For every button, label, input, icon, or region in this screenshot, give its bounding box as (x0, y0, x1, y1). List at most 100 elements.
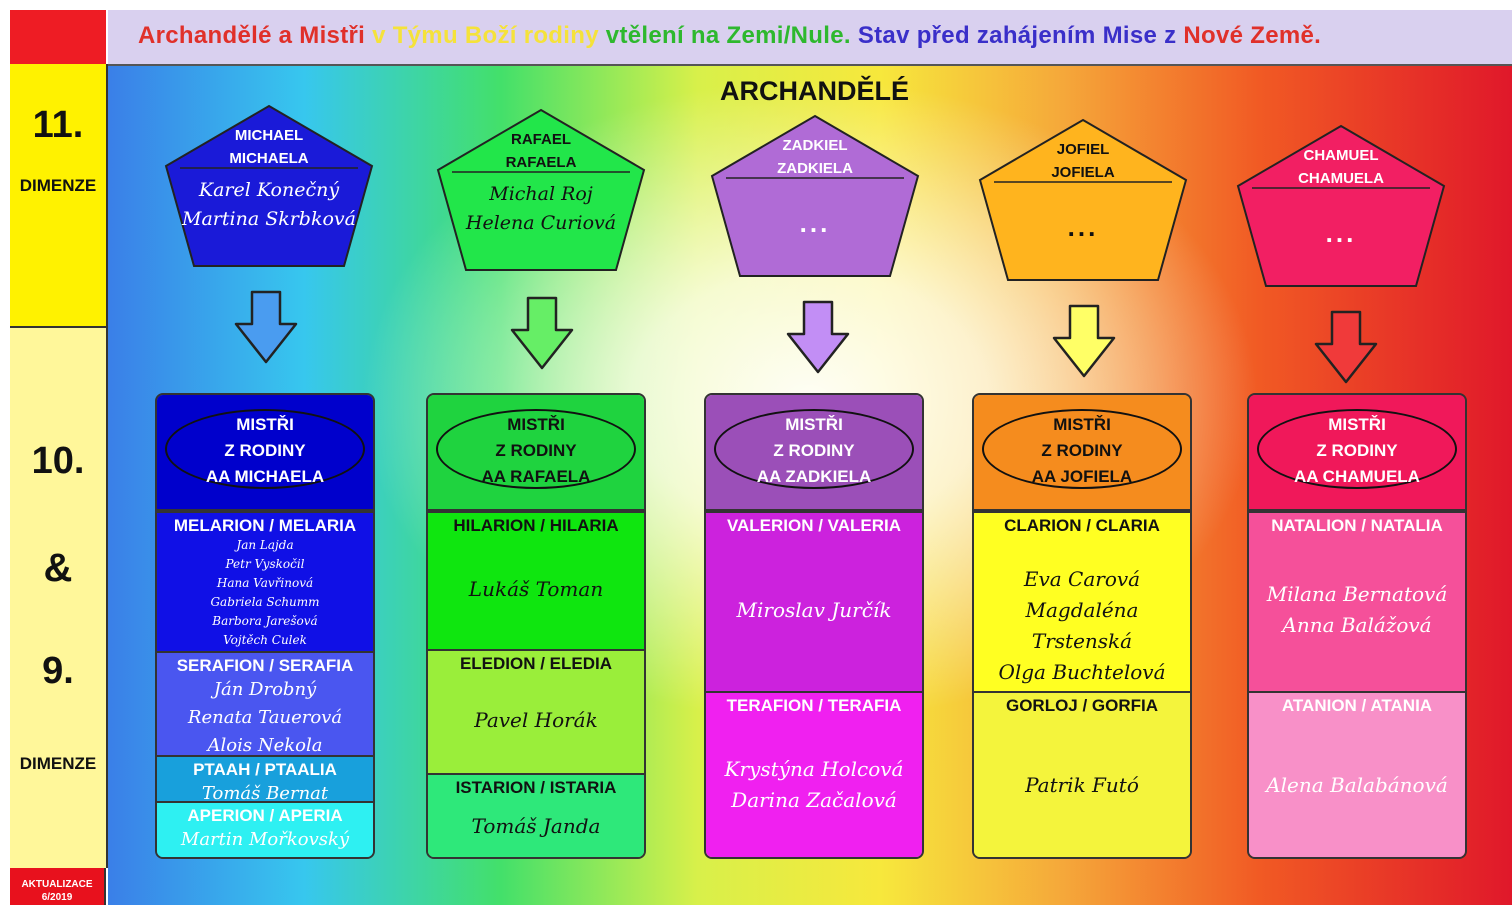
person-name: Magdaléna Trstenská (1025, 598, 1139, 653)
page-title: Archandělé a Mistři v Týmu Boží rodiny v… (138, 22, 1321, 50)
incarnations-list: Patrik Futó (974, 770, 1190, 801)
person-name: Milana Bernatová (1266, 582, 1448, 606)
person-name: Darina Začalová (731, 788, 897, 812)
archangel-name-line1: RAFAEL (511, 131, 571, 148)
unknown-dots: ... (799, 208, 831, 238)
pentagon-shape (1236, 124, 1446, 287)
person-name: Krystýna Holcová (724, 757, 904, 781)
person-name: Anna Balážová (1282, 613, 1432, 637)
master-pair-name: NATALION / NATALIA (1271, 516, 1443, 535)
person-name: Alena Balabánová (1266, 773, 1448, 797)
archangel-pentagon-4: JOFIEL JOFIELA... (976, 118, 1190, 283)
title-part-3: Týmu Boží rodiny (392, 22, 599, 49)
title-part-4: vtělení na Zemi/Nule. (598, 22, 851, 49)
archangel-name: RAFAEL RAFAELA (434, 128, 648, 174)
dimension-11-label: DIMENZE (19, 176, 97, 195)
archangel-name-line2: CHAMUELA (1298, 170, 1384, 187)
master-pair-name: HILARION / HILARIA (453, 516, 619, 535)
archangel-name-line2: RAFAELA (505, 154, 577, 171)
dimension-11-number: 11. (32, 104, 84, 146)
unknown-dots: ... (1067, 212, 1099, 242)
dimension-10-9-panel: 10. & 9. DIMENZE (10, 328, 108, 868)
person-name: Jan Lajda (236, 538, 294, 552)
dimension-10-9-label: DIMENZE (19, 754, 97, 773)
person-name: Renata Tauerová (187, 707, 343, 728)
archangel-name: CHAMUEL CHAMUELA (1234, 144, 1448, 190)
dimension-9-number: 9. (42, 650, 74, 692)
header-oval (165, 409, 365, 489)
family-title-line-1: MISTŘI (785, 415, 843, 434)
title-part-5: Stav před zahájením Mise z (850, 22, 1184, 49)
pentagon-shape (978, 118, 1188, 281)
master-section: ELEDION / ELEDIA Pavel Horák (428, 649, 644, 773)
incarnations-list: Miroslav Jurčík (706, 595, 922, 626)
incarnations-list: Pavel Horák (428, 705, 644, 736)
incarnations-list: Martin Mořkovský (157, 826, 373, 854)
family-title-line-1: MISTŘI (1328, 415, 1386, 434)
master-pair-name: PTAAH / PTAALIA (193, 760, 337, 779)
person-name: Martina Skrbková (182, 208, 356, 230)
person-name: Martin Mořkovský (180, 829, 350, 850)
master-pair-name: APERION / APERIA (187, 806, 343, 825)
master-section: APERION / APERIA Martin Mořkovský (157, 801, 373, 857)
person-name: Petr Vyskočil (225, 557, 305, 571)
masters-header: MISTŘI Z RODINY AA CHAMUELA (1249, 395, 1465, 511)
update-label: AKTUALIZACE (21, 879, 93, 890)
person-name: Tomáš Janda (471, 814, 601, 838)
unknown-dots: ... (1325, 218, 1357, 248)
family-title-line-1: MISTŘI (507, 415, 565, 434)
archangel-name-line2: ZADKIELA (777, 160, 853, 177)
family-title-line-2: Z RODINY (1041, 441, 1123, 460)
master-pair-name: TERAFION / TERAFIA (726, 696, 902, 715)
person-name: Patrik Futó (1025, 773, 1139, 797)
family-title-line-2: Z RODINY (1316, 441, 1398, 460)
family-title-line-3: AA CHAMUELA (1294, 467, 1420, 486)
master-pair-name: CLARION / CLARIA (1004, 516, 1160, 535)
down-arrow-icon (510, 296, 574, 370)
person-name: Gabriela Schumm (210, 595, 320, 609)
person-name: Miroslav Jurčík (736, 598, 892, 622)
person-name: Michal Roj (489, 183, 593, 205)
person-name: Hana Vavřinová (216, 576, 314, 590)
family-title-line-2: Z RODINY (773, 441, 855, 460)
archangel-name-line2: JOFIELA (1051, 164, 1115, 181)
archangel-name-line2: MICHAELA (229, 150, 309, 167)
master-pair-name: ATANION / ATANIA (1281, 696, 1433, 715)
master-pair-name: MELARION / MELARIA (173, 516, 357, 535)
person-name: Barbora Jarešová (212, 614, 318, 628)
archangel-name-line1: JOFIEL (1056, 141, 1110, 158)
down-arrow-icon (786, 300, 850, 374)
family-title-line-3: AA JOFIELA (1031, 467, 1133, 486)
person-name: Pavel Horák (474, 708, 598, 732)
person-name: Vojtěch Culek (223, 633, 307, 647)
dimension-11-panel: 11. DIMENZE (10, 64, 108, 328)
title-bar: Archandělé a Mistři v Týmu Boží rodiny v… (108, 10, 1512, 66)
archangel-name-line1: CHAMUEL (1303, 147, 1379, 164)
incarnations-list: Alena Balabánová (1249, 770, 1465, 801)
family-title-line-3: AA RAFAELA (481, 467, 591, 486)
master-pair-name: ELEDION / ELEDIA (459, 654, 613, 673)
down-arrow-icon (234, 290, 298, 364)
header-oval (714, 409, 914, 489)
pentagon-shape (164, 104, 374, 267)
master-pair-name: ISTARION / ISTARIA (455, 778, 617, 797)
person-name: Olga Buchtelová (998, 660, 1166, 684)
